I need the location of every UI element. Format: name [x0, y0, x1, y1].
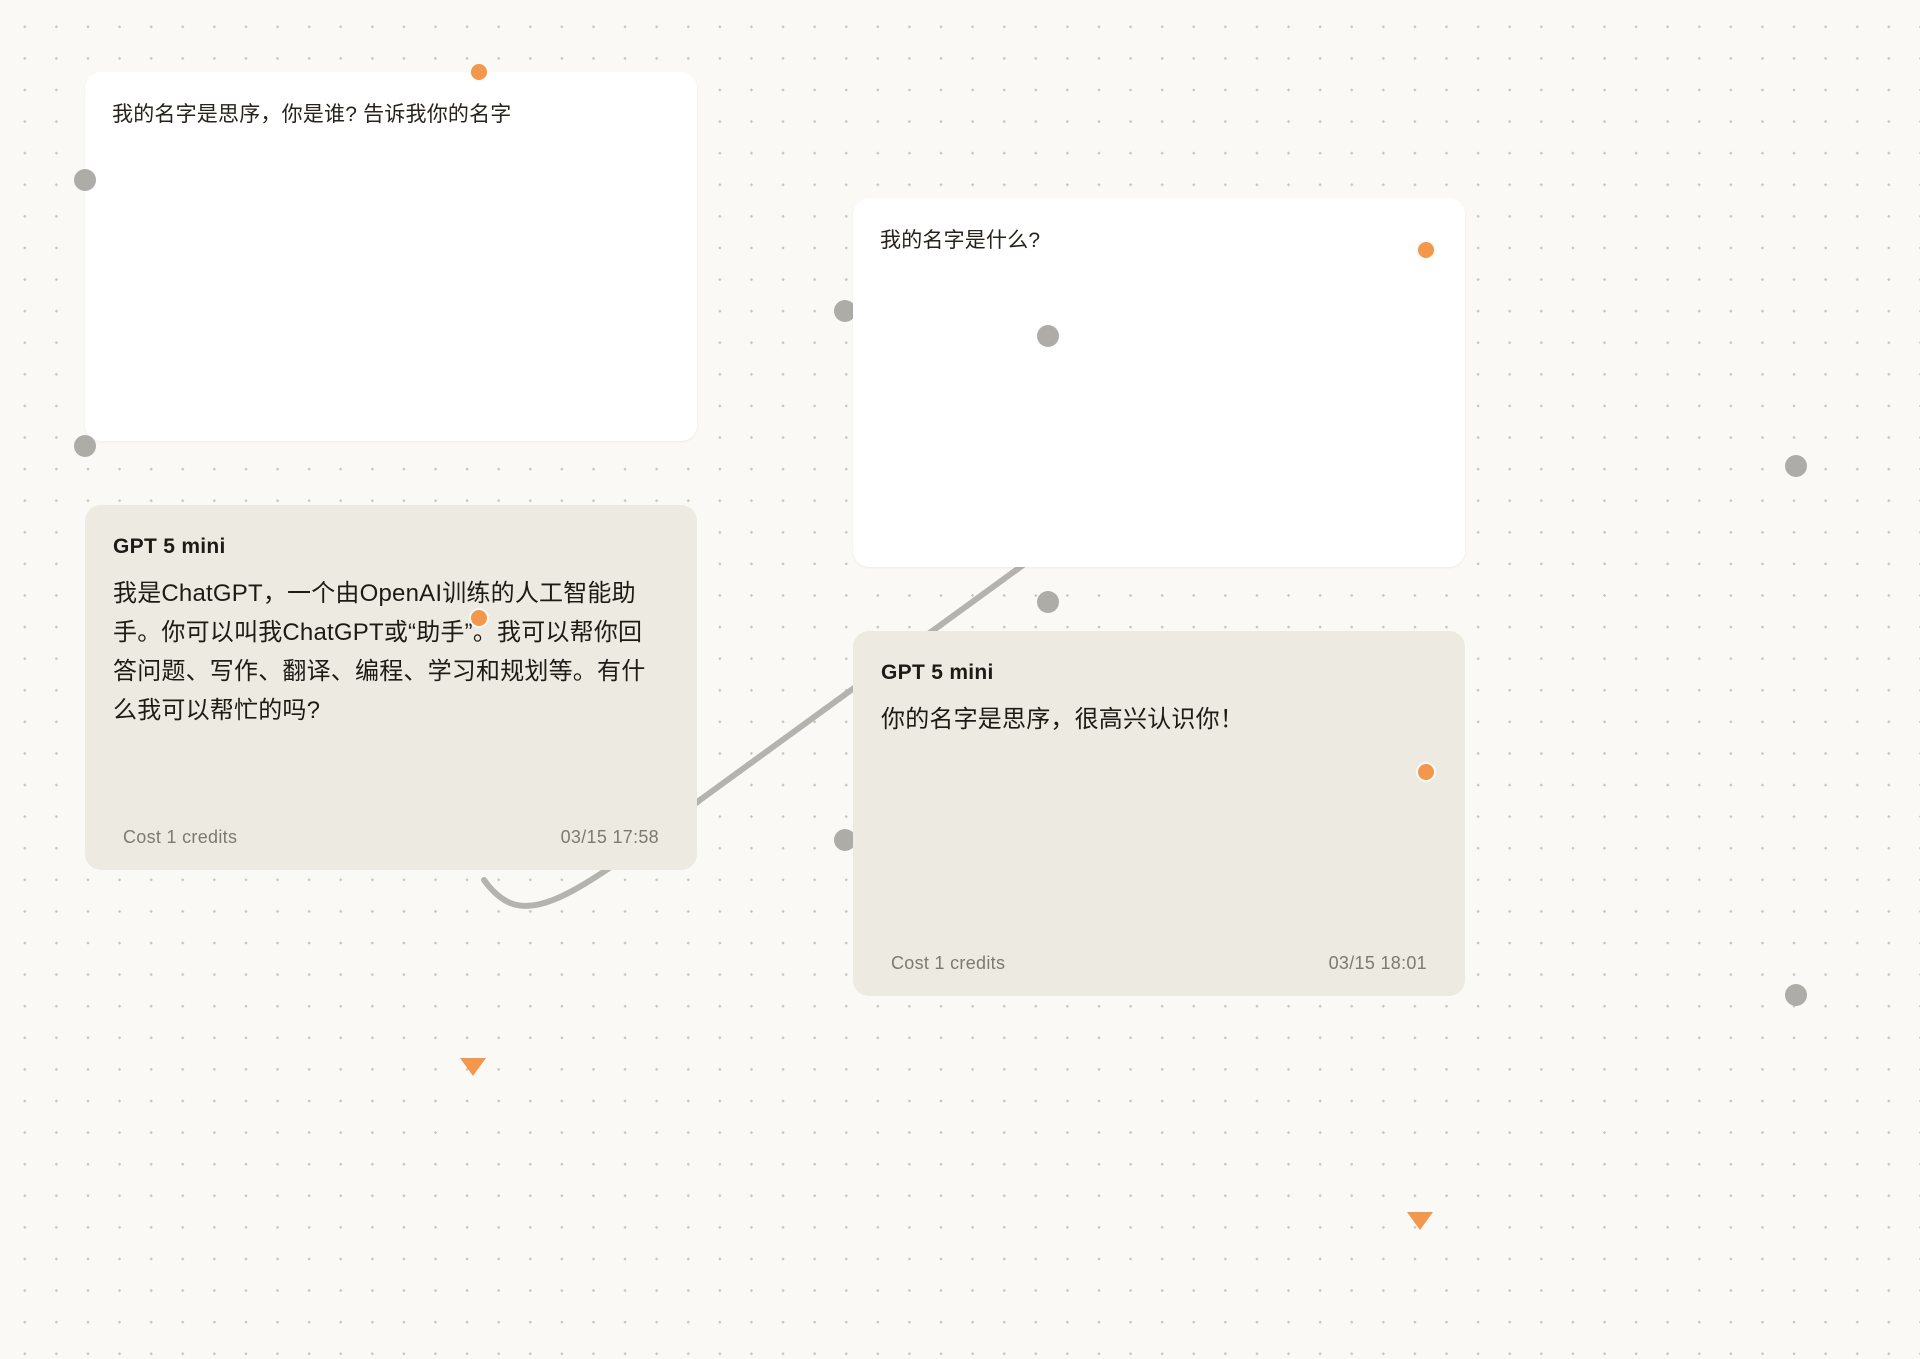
prompt-node-right[interactable]: 我的名字是什么?: [853, 198, 1465, 567]
answer-node-right-top-handle[interactable]: [1416, 762, 1436, 782]
answer-node-right-cost: Cost 1 credits: [891, 953, 1006, 973]
answer-node-right-timestamp: 03/15 18:01: [1328, 953, 1427, 973]
answer-node-left-bottom-arrow[interactable]: [460, 1058, 486, 1076]
prompt-node-left-text[interactable]: 我的名字是思序，你是谁? 告诉我你的名字: [112, 103, 512, 126]
answer-node-left-top-handle[interactable]: [469, 608, 489, 628]
prompt-node-right-handle-2[interactable]: [1037, 591, 1059, 613]
answer-node-left[interactable]: GPT 5 mini 我是ChatGPT，一个由OpenAI训练的人工智能助手。…: [85, 505, 697, 870]
prompt-node-left[interactable]: 我的名字是思序，你是谁? 告诉我你的名字: [85, 72, 697, 441]
prompt-node-left-top-handle[interactable]: [469, 62, 489, 82]
answer-node-right-body[interactable]: 你的名字是思序，很高兴认识你！: [881, 706, 1244, 733]
prompt-node-right-handle-1[interactable]: [1037, 325, 1059, 347]
prompt-node-right-top-handle[interactable]: [1416, 240, 1436, 260]
answer-node-left-model-label: GPT 5 mini: [113, 535, 226, 558]
answer-node-left-footer: Cost 1 credits 03/15 17:58: [85, 827, 697, 848]
answer-node-right[interactable]: GPT 5 mini 你的名字是思序，很高兴认识你！ Cost 1 credit…: [853, 631, 1465, 996]
answer-node-right-model-label: GPT 5 mini: [881, 661, 994, 684]
answer-node-left-cost: Cost 1 credits: [123, 827, 238, 847]
prompt-node-left-right-handle[interactable]: [834, 300, 856, 322]
answer-node-right-bottom-arrow[interactable]: [1407, 1212, 1433, 1230]
prompt-node-right-text[interactable]: 我的名字是什么?: [880, 229, 1041, 252]
answer-node-left-body[interactable]: 我是ChatGPT，一个由OpenAI训练的人工智能助手。你可以叫我ChatGP…: [113, 580, 646, 724]
answer-node-left-right-handle[interactable]: [834, 829, 856, 851]
prompt-node-left-handle-2[interactable]: [74, 435, 96, 457]
prompt-node-right-right-handle[interactable]: [1785, 455, 1807, 477]
answer-node-right-right-handle[interactable]: [1785, 984, 1807, 1006]
answer-node-left-timestamp: 03/15 17:58: [560, 827, 659, 847]
prompt-node-left-handle-1[interactable]: [74, 169, 96, 191]
answer-node-right-footer: Cost 1 credits 03/15 18:01: [853, 953, 1465, 974]
